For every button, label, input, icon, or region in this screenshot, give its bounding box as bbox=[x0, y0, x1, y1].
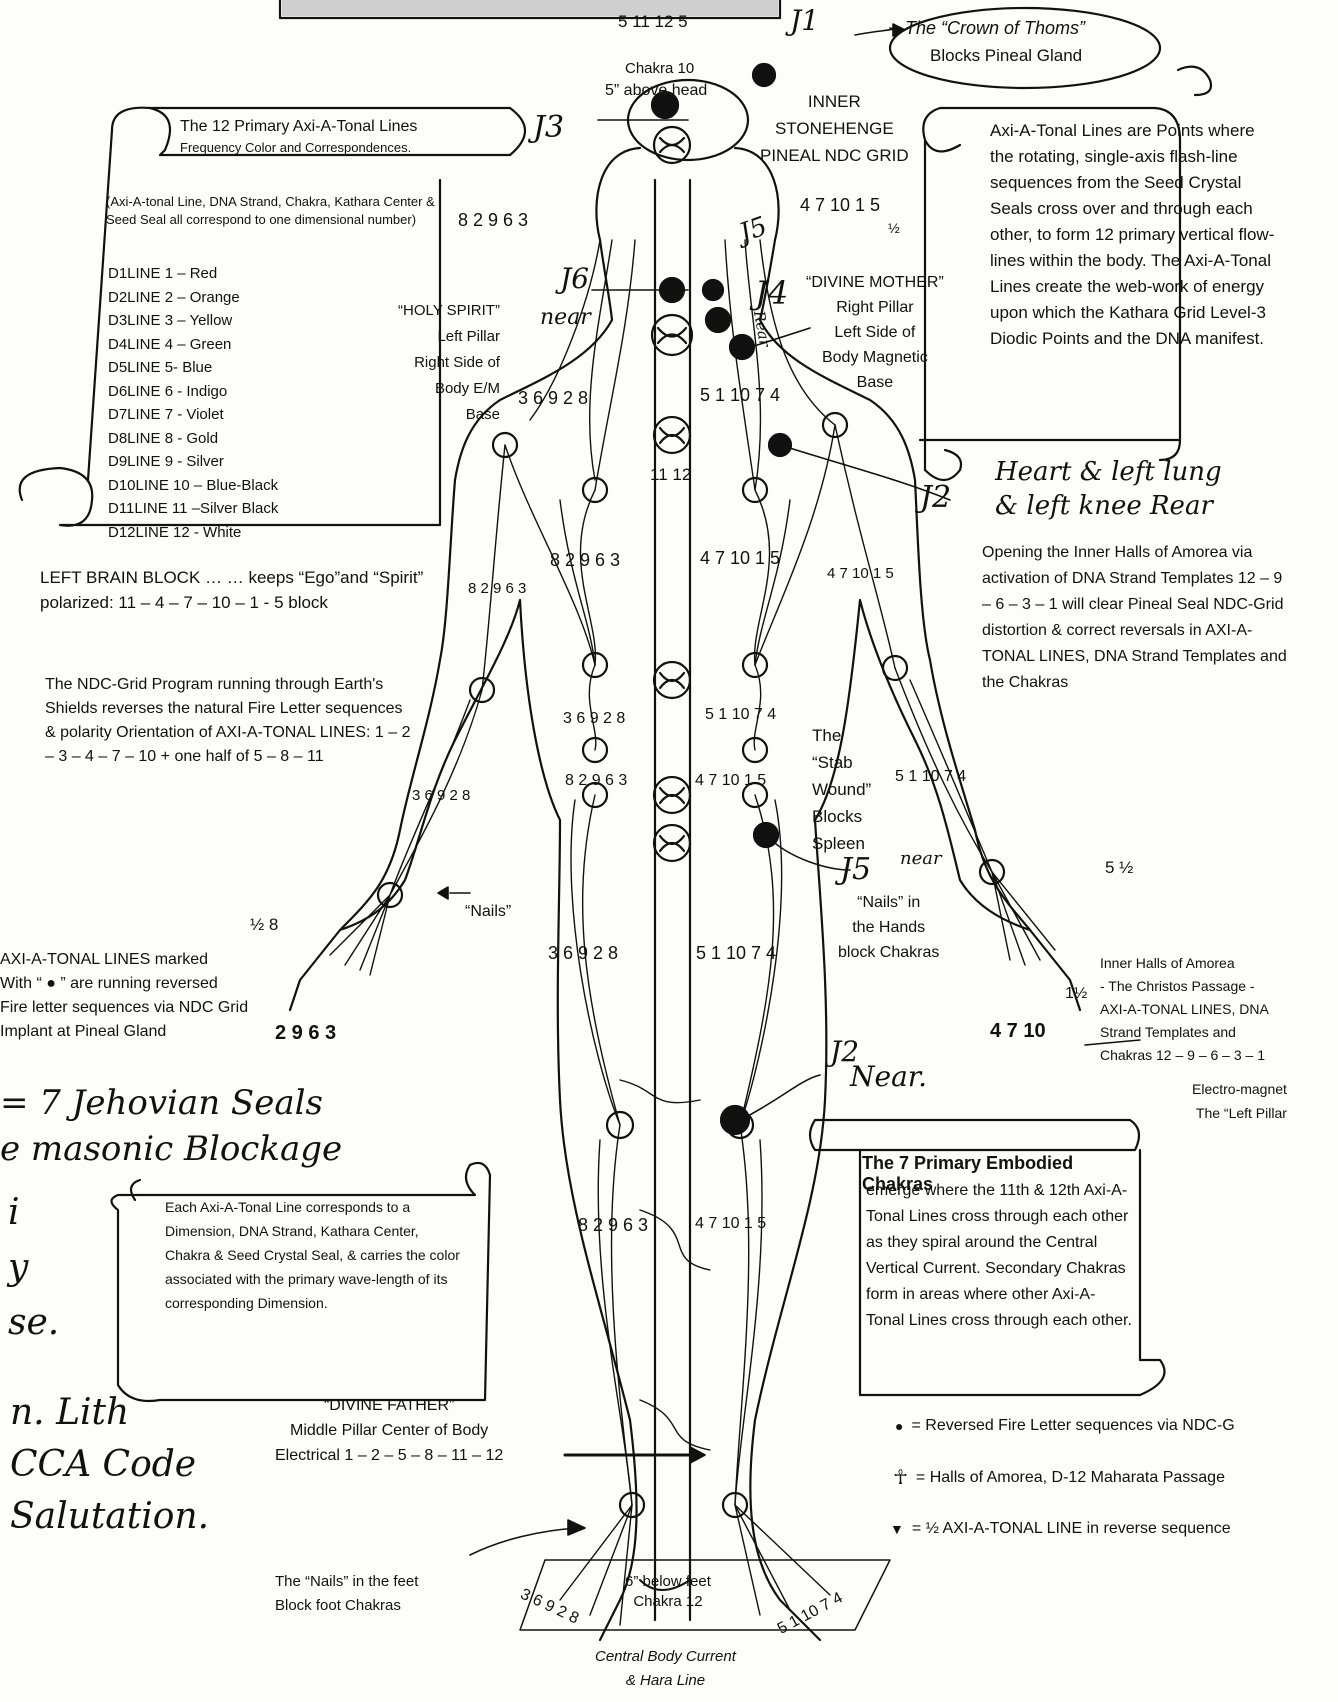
line-item: D3LINE 3 – Yellow bbox=[108, 309, 278, 333]
line-item: D11LINE 11 –Silver Black bbox=[108, 497, 278, 521]
hw-j5-near: near bbox=[900, 848, 942, 869]
hw-j6: J6 bbox=[560, 262, 589, 295]
num-hand-half-left: ½ 8 bbox=[250, 915, 278, 935]
legend-text: = Reversed Fire Letter sequences via NDC… bbox=[911, 1417, 1234, 1435]
hw-j3: J3 bbox=[533, 110, 564, 145]
line-item: D9LINE 9 - Silver bbox=[108, 450, 278, 474]
hw-j2-top: J2 bbox=[920, 480, 951, 515]
legend-reversed: ● = Reversed Fire Letter sequences via N… bbox=[895, 1417, 1235, 1435]
hw-j5: J5 bbox=[840, 852, 871, 887]
above-head-label: 5” above head bbox=[605, 82, 707, 101]
hw-j2-near: Near. bbox=[850, 1060, 927, 1093]
stab-wound-note: The “Stab Wound” Blocks Spleen bbox=[812, 722, 871, 857]
num-abdomen-left: 3 6 9 2 8 bbox=[563, 710, 625, 729]
num-neck-right: 4 7 10 1 5 bbox=[800, 195, 880, 216]
num-thigh-right: 5 1 10 7 4 bbox=[696, 943, 776, 964]
each-box-text: Each Axi-A-Tonal Line corresponds to a D… bbox=[165, 1195, 465, 1315]
divine-father-label: “DIVINE FATHER” Middle Pillar Center of … bbox=[275, 1393, 503, 1468]
num-neck-half: ½ bbox=[888, 220, 900, 237]
right-box-text: Axi-A-Tonal Lines are Points where the r… bbox=[990, 118, 1280, 352]
lines-box-intro: (Axi-A-tonal Line, DNA Strand, Chakra, K… bbox=[106, 193, 436, 229]
divine-mother-label: “DIVINE MOTHER” Right Pillar Left Side o… bbox=[806, 270, 944, 395]
num-forearm-left: 3 6 9 2 8 bbox=[412, 787, 470, 805]
lines-list: D1LINE 1 – Red D2LINE 2 – Orange D3LINE … bbox=[108, 262, 278, 544]
halls-of-amorea-icon: ☥ bbox=[893, 1465, 908, 1490]
central-current-label: Central Body Current & Hara Line bbox=[595, 1645, 736, 1693]
inner-stonehenge-label: INNER STONEHENGE PINEAL NDC GRID bbox=[760, 88, 909, 169]
hw-bottom-left: n. Lith CCA Code Salutation. bbox=[10, 1387, 209, 1543]
num-hand-right: 4 7 10 bbox=[990, 1020, 1046, 1044]
half-line-icon: ▼ bbox=[890, 1521, 904, 1537]
central-current bbox=[655, 180, 690, 1620]
chakra10-label: Chakra 10 bbox=[625, 60, 694, 78]
lines-box-title: The 12 Primary Axi-A-Tonal Lines bbox=[180, 118, 417, 137]
num-abdomen-right: 5 1 10 7 4 bbox=[705, 706, 776, 725]
inner-halls-note: Inner Halls of Amorea - The Christos Pas… bbox=[1100, 952, 1269, 1067]
num-chest-left: 8 2 9 6 3 bbox=[550, 550, 620, 571]
primary-chakras bbox=[652, 127, 692, 861]
hw-j4: J4 bbox=[755, 275, 788, 313]
hw-j1: J1 bbox=[790, 4, 819, 37]
legend-text: = Halls of Amorea, D-12 Maharata Passage bbox=[916, 1469, 1225, 1487]
line-item: D5LINE 5- Blue bbox=[108, 356, 278, 380]
num-arm-left: 8 2 9 6 3 bbox=[468, 580, 526, 598]
hw-jehovian: = 7 Jehovian Seals e masonic Blockage bbox=[0, 1080, 342, 1172]
num-arm-right: 4 7 10 1 5 bbox=[827, 565, 894, 583]
line-item: D1LINE 1 – Red bbox=[108, 262, 278, 286]
line-item: D6LINE 6 - Indigo bbox=[108, 380, 278, 404]
ndc-grid-note: The NDC-Grid Program running through Ear… bbox=[45, 673, 415, 769]
num-sternum: 11 12 bbox=[650, 465, 691, 485]
crown-subtitle: Blocks Pineal Gland bbox=[930, 46, 1082, 66]
nails-label: “Nails” bbox=[465, 903, 511, 922]
num-forearm-right: 5 1 10 7 4 bbox=[895, 768, 966, 787]
line-item: D2LINE 2 – Orange bbox=[108, 286, 278, 310]
line-item: D8LINE 8 - Gold bbox=[108, 427, 278, 451]
num-hand-left: 2 9 6 3 bbox=[275, 1022, 336, 1046]
num-neck-left: 8 2 9 6 3 bbox=[458, 210, 528, 231]
hw-heart-note: Heart & left lung & left knee Rear bbox=[995, 455, 1222, 523]
head-numbers: 5 11 12 5 bbox=[618, 12, 688, 32]
holy-spirit-label: “HOLY SPIRIT” Left Pillar Right Side of … bbox=[398, 298, 500, 428]
num-shin-right: 4 7 10 1 5 bbox=[695, 1215, 766, 1234]
num-shin-left: 8 2 9 6 3 bbox=[578, 1215, 648, 1236]
line-item: D12LINE 12 - White bbox=[108, 521, 278, 545]
opening-note: Opening the Inner Halls of Amorea via ac… bbox=[982, 540, 1294, 696]
num-shoulder-left: 3 6 9 2 8 bbox=[518, 388, 588, 409]
line-item: D10LINE 10 – Blue-Black bbox=[108, 474, 278, 498]
chakras-box-text: emerge where the 11th & 12th Axi-A-Tonal… bbox=[866, 1178, 1132, 1334]
hw-left-fragment: i y se. bbox=[8, 1185, 59, 1350]
nails-hands-note: “Nails” in the Hands block Chakras bbox=[838, 890, 939, 965]
num-pelvis-left: 8 2 9 6 3 bbox=[565, 772, 627, 791]
nails-feet-note: The “Nails” in the feet Block foot Chakr… bbox=[275, 1570, 418, 1618]
legend-half-line: ▼ = ½ AXI-A-TONAL LINE in reverse sequen… bbox=[890, 1520, 1231, 1538]
num-thigh-left: 3 6 9 2 8 bbox=[548, 943, 618, 964]
reversed-dot-icon: ● bbox=[895, 1418, 903, 1434]
line-item: D4LINE 4 – Green bbox=[108, 333, 278, 357]
line-item: D7LINE 7 - Violet bbox=[108, 403, 278, 427]
num-shoulder-right: 5 1 10 7 4 bbox=[700, 385, 780, 406]
num-pelvis-right: 4 7 10 1 5 bbox=[695, 772, 766, 791]
below-feet-label: 6” below feet Chakra 12 bbox=[625, 1572, 711, 1612]
reversed-lines-note: AXI-A-TONAL LINES marked With “ ● ” are … bbox=[0, 948, 248, 1044]
hw-j6-near: near bbox=[540, 305, 591, 331]
crown-title: The “Crown of Thoms” bbox=[905, 18, 1085, 39]
num-chest-right: 4 7 10 1 5 bbox=[700, 548, 780, 569]
lines-box-subtitle: Frequency Color and Correspondences. bbox=[180, 140, 411, 155]
legend-text: = ½ AXI-A-TONAL LINE in reverse sequence bbox=[912, 1520, 1231, 1538]
num-hand-right-extra: 1½ bbox=[1065, 985, 1087, 1004]
num-hand-half-right: 5 ½ bbox=[1105, 858, 1133, 878]
left-brain-note: LEFT BRAIN BLOCK … … keeps “Ego”and “Spi… bbox=[40, 565, 460, 615]
legend-halls: ☥ = Halls of Amorea, D-12 Maharata Passa… bbox=[893, 1465, 1225, 1490]
electro-magnet-note: Electro-magnet The “Left Pillar bbox=[1192, 1077, 1287, 1125]
